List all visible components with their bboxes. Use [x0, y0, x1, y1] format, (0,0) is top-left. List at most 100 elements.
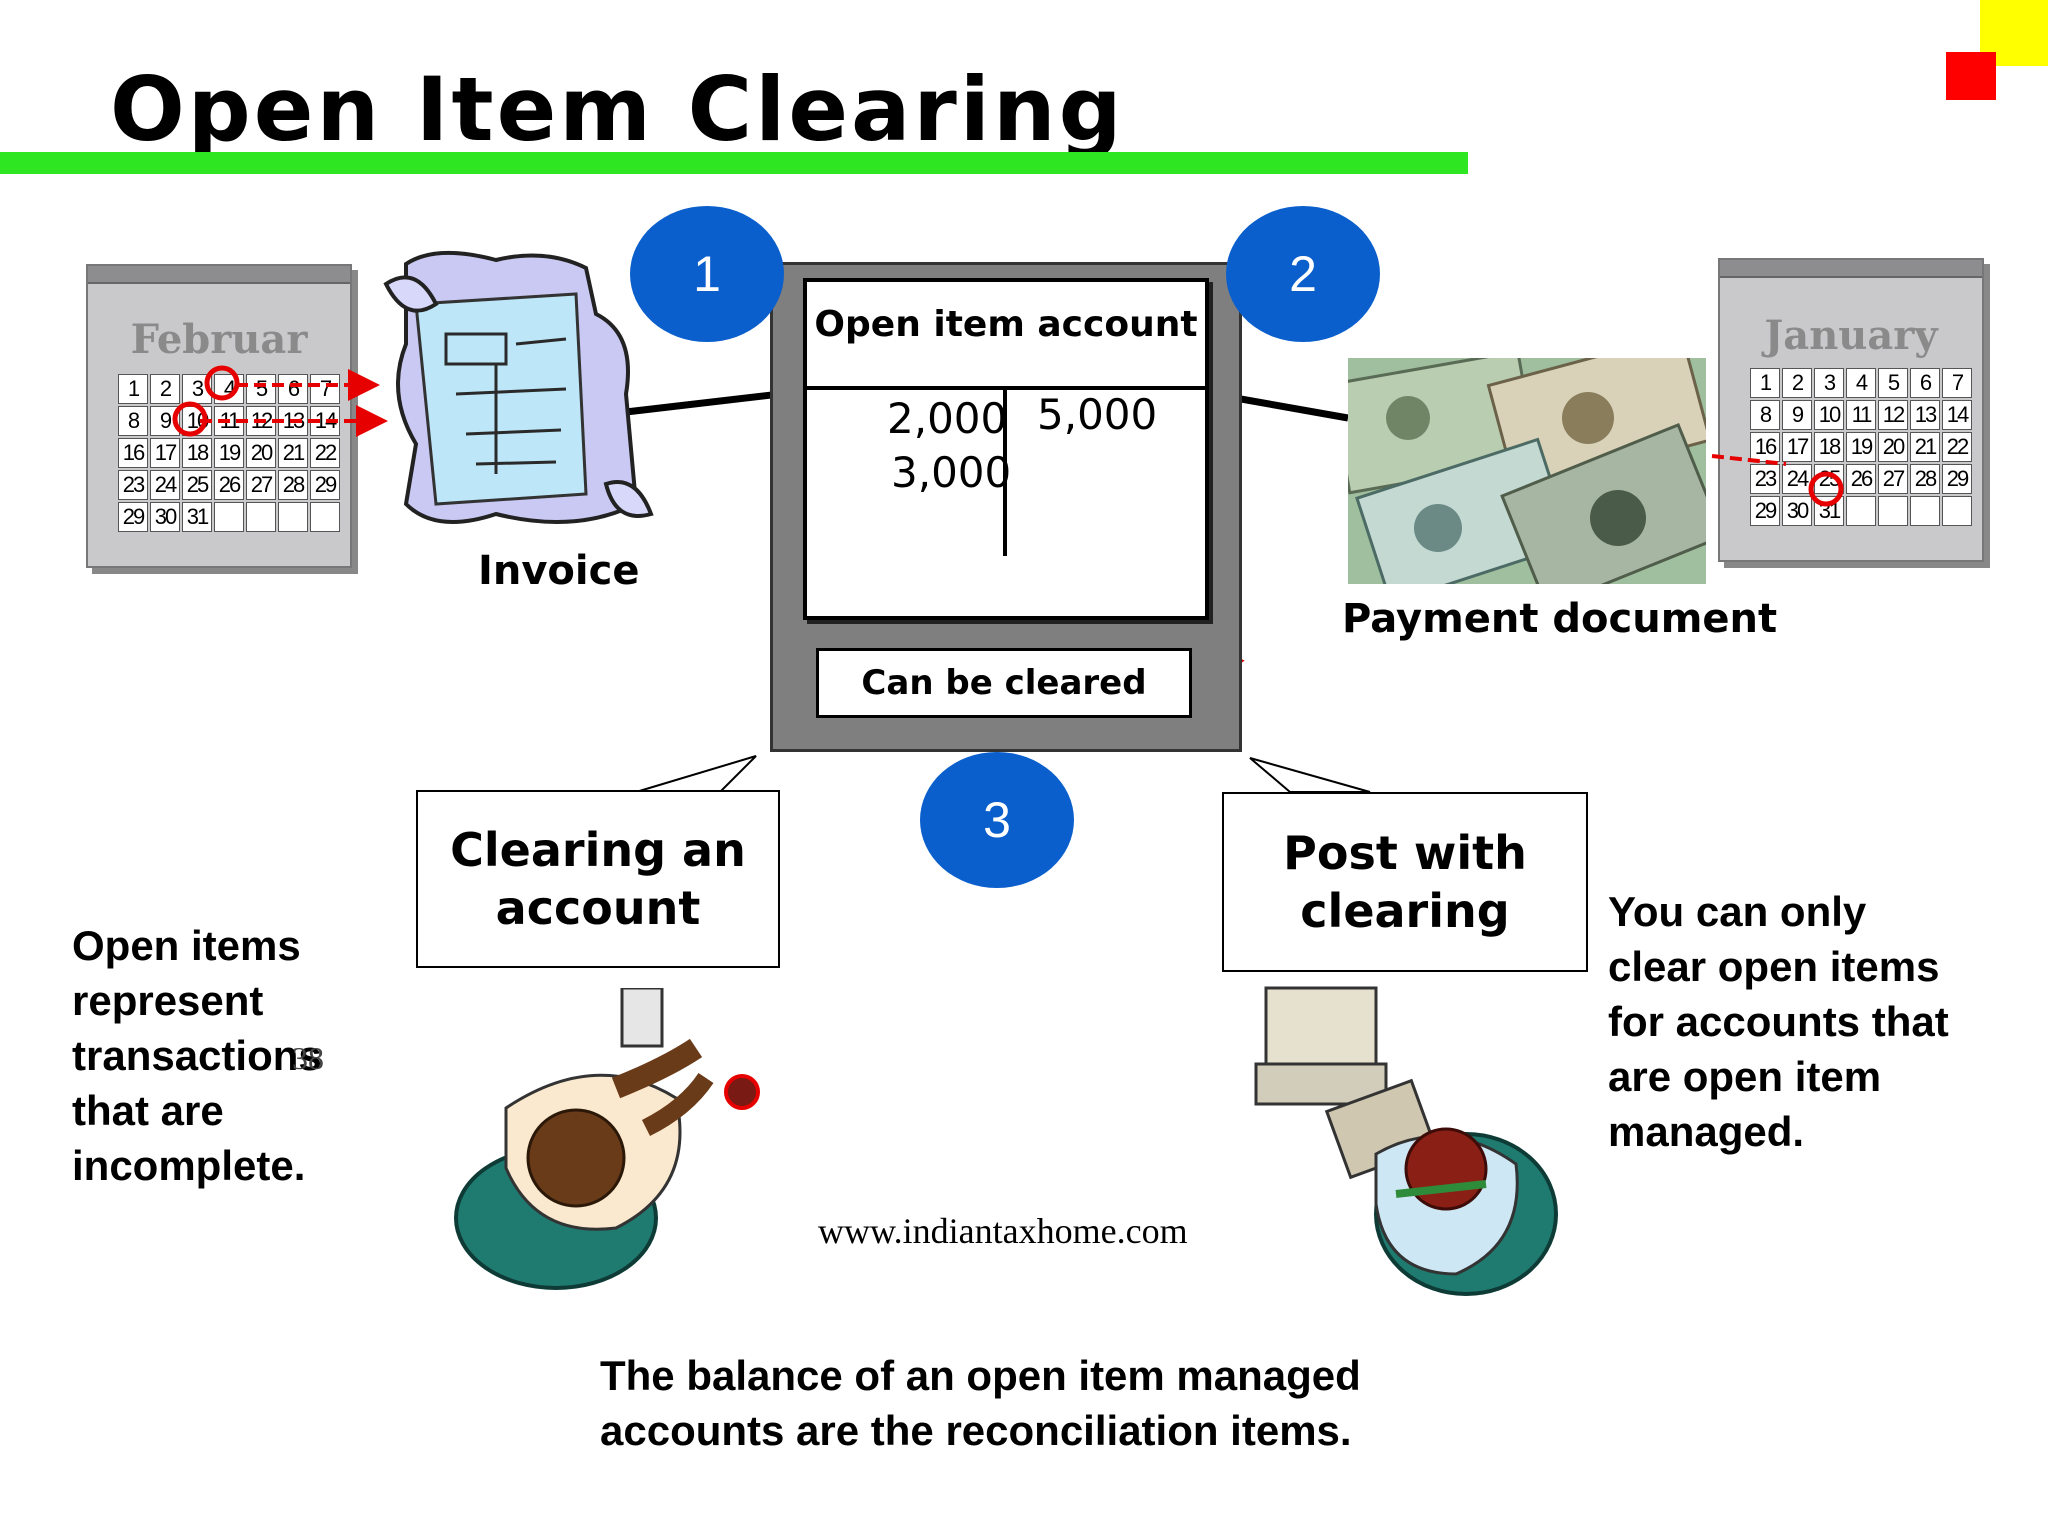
clearing-account-callout: Clearing an account [416, 790, 780, 968]
calendar-day: 30 [1782, 496, 1812, 526]
debit-amount: 3,000 [891, 448, 1012, 497]
account-title: Open item account [814, 304, 1198, 345]
calendar-day: 27 [1878, 464, 1908, 494]
calendar-day: 28 [278, 470, 308, 500]
slide-title: Open Item Clearing [110, 58, 1125, 161]
note-line: represent [72, 977, 264, 1024]
calendar-day: 1 [118, 374, 148, 404]
calendar-day: 30 [150, 502, 180, 532]
note-line: The balance of an open item managed [600, 1352, 1361, 1399]
calendar-day: 17 [150, 438, 180, 468]
bottom-note: The balance of an open item managed acco… [600, 1348, 1361, 1458]
date-highlight-circle [172, 401, 208, 437]
right-note: You can only clear open items for accoun… [1608, 884, 1949, 1159]
t-account-horizontal-line [807, 386, 1205, 390]
page-number: 38 [292, 1040, 324, 1076]
calendar-day: 20 [246, 438, 276, 468]
callout-tail [1249, 757, 1371, 793]
calendar-day: 22 [310, 438, 340, 468]
calendar-day: 27 [246, 470, 276, 500]
calendar-day: 23 [1750, 464, 1780, 494]
callout-tail [635, 755, 757, 793]
calendar-day: 31 [182, 502, 212, 532]
february-calendar: Februar 12345678910111213141617181920212… [86, 264, 352, 568]
calendar-day: 1 [1750, 368, 1780, 398]
calendar-month-label: January [1764, 312, 1938, 359]
note-line: transactions [72, 1032, 322, 1079]
calendar-day: 2 [150, 374, 180, 404]
calendar-day: 16 [1750, 432, 1780, 462]
calendar-day: 22 [1942, 432, 1972, 462]
debit-amount: 2,000 [887, 394, 1008, 443]
person-with-calculator-icon [454, 988, 760, 1290]
calendar-day: 20 [1878, 432, 1908, 462]
calendar-day: 29 [118, 502, 148, 532]
calendar-day-grid: 1234567891011121314161718192021222324252… [118, 374, 340, 532]
calendar-day: 29 [310, 470, 340, 500]
post-with-clearing-callout: Post with clearing [1222, 792, 1588, 972]
website-url: www.indiantaxhome.com [818, 1211, 1188, 1251]
calendar-day: 9 [1782, 400, 1812, 430]
credit-amount: 5,000 [1037, 390, 1158, 439]
calendar-day: 7 [310, 374, 340, 404]
step-2-badge: 2 [1226, 206, 1380, 342]
calendar-day: 5 [246, 374, 276, 404]
calendar-day [1942, 496, 1972, 526]
note-line: managed. [1608, 1108, 1805, 1155]
date-highlight-circle [204, 365, 240, 401]
t-account-vertical-line [1003, 390, 1007, 556]
step-3-badge: 3 [920, 752, 1074, 888]
calendar-day: 25 [182, 470, 212, 500]
payment-document-label: Payment document [1342, 596, 1778, 642]
calendar-day: 12 [1878, 400, 1908, 430]
title-underline-bar [0, 152, 1468, 174]
callout-line: clearing [1300, 884, 1510, 938]
calendar-day: 6 [278, 374, 308, 404]
calendar-day: 26 [214, 470, 244, 500]
invoice-icon [383, 250, 654, 524]
calendar-day: 24 [150, 470, 180, 500]
calendar-day: 13 [1910, 400, 1940, 430]
note-line: incomplete. [72, 1142, 306, 1189]
calendar-day: 4 [1846, 368, 1876, 398]
calendar-day: 7 [1942, 368, 1972, 398]
calendar-day: 16 [118, 438, 148, 468]
calendar-day [246, 502, 276, 532]
note-line: clear open items [1608, 943, 1940, 990]
calendar-day: 29 [1750, 496, 1780, 526]
calendar-day: 18 [1814, 432, 1844, 462]
date-highlight-circle [1808, 471, 1844, 507]
open-item-account-box: Open item account 2,000 3,000 5,000 [803, 278, 1209, 620]
calendar-day [278, 502, 308, 532]
callout-line: Post with [1283, 826, 1527, 880]
calendar-day: 6 [1910, 368, 1940, 398]
corner-red-square [1946, 52, 1996, 100]
calendar-day: 17 [1782, 432, 1812, 462]
callout-line: Clearing an [450, 823, 746, 877]
calendar-day: 19 [1846, 432, 1876, 462]
calendar-day [1878, 496, 1908, 526]
calendar-day: 3 [1814, 368, 1844, 398]
date-arrow-icon [1711, 454, 1787, 466]
calendar-day: 29 [1942, 464, 1972, 494]
calendar-day: 8 [118, 406, 148, 436]
banknotes-icon [1348, 358, 1706, 584]
calendar-day: 28 [1910, 464, 1940, 494]
invoice-label: Invoice [478, 548, 640, 594]
calendar-day: 2 [1782, 368, 1812, 398]
calendar-day: 23 [118, 470, 148, 500]
calendar-day: 10 [1814, 400, 1844, 430]
person-at-computer-icon [1254, 986, 1558, 1296]
calendar-day [214, 502, 244, 532]
callout-line: account [495, 881, 701, 935]
note-line: that are [72, 1087, 224, 1134]
note-line: Open items [72, 922, 301, 969]
calendar-day: 11 [1846, 400, 1876, 430]
note-line: You can only [1608, 888, 1867, 935]
note-line: accounts are the reconciliation items. [600, 1407, 1352, 1454]
calendar-day: 21 [1910, 432, 1940, 462]
note-line: for accounts that [1608, 998, 1949, 1045]
calendar-month-label: Februar [130, 316, 308, 363]
